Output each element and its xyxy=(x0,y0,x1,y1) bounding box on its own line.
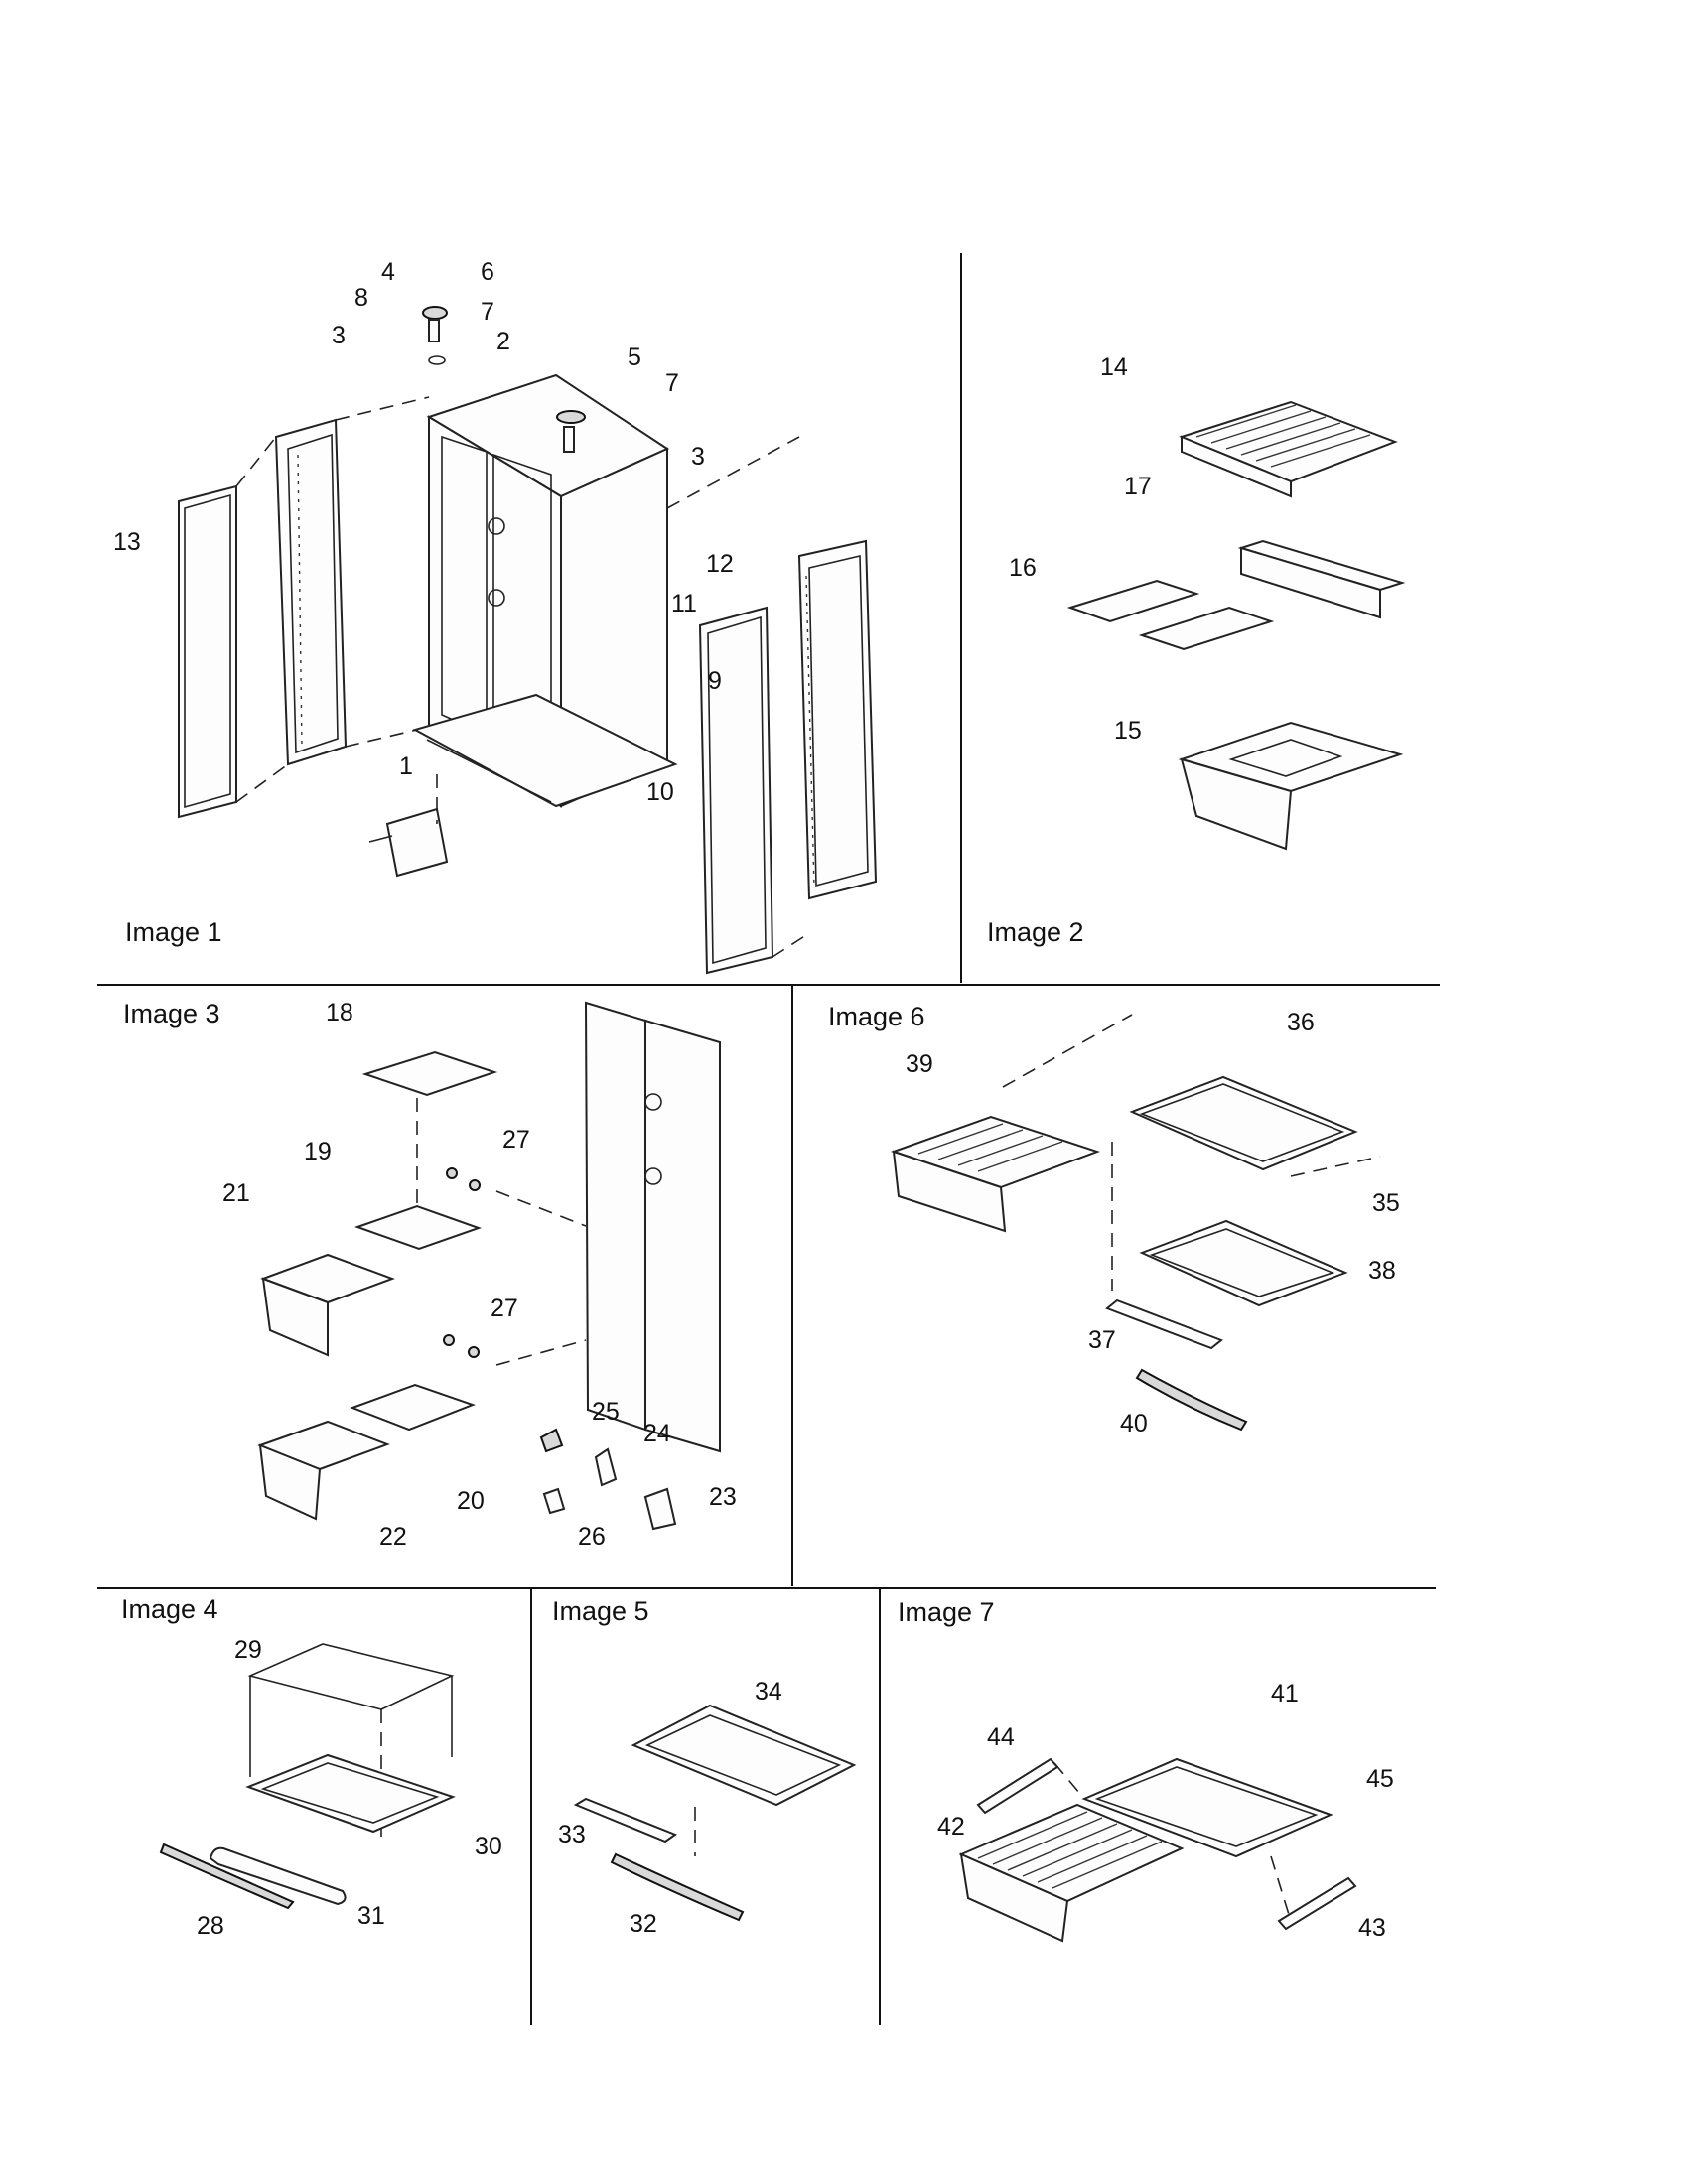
part-label: 33 xyxy=(558,1821,586,1848)
part-label: 38 xyxy=(1368,1257,1396,1285)
part-label: 27 xyxy=(491,1295,518,1322)
part-label: 12 xyxy=(706,550,734,578)
part-label: 13 xyxy=(113,528,141,556)
small-shelves xyxy=(1066,579,1275,651)
part-label: 36 xyxy=(1287,1009,1315,1036)
part-label: 5 xyxy=(628,343,641,371)
freezer-door-liner xyxy=(274,418,348,766)
shelf-glass-upper xyxy=(1129,1075,1358,1171)
part-label: 41 xyxy=(1271,1680,1299,1707)
part-label: 16 xyxy=(1009,554,1037,582)
part-label: 40 xyxy=(1120,1410,1148,1437)
part-label: 35 xyxy=(1372,1189,1400,1217)
freezer-shelf-top xyxy=(361,1050,498,1097)
part-label: 3 xyxy=(332,322,346,349)
part-label: 29 xyxy=(234,1636,262,1664)
hinge-assembly xyxy=(422,306,586,453)
freezer-cabinet-liner xyxy=(584,1001,721,1453)
part-label: 9 xyxy=(708,667,722,695)
shelf-trim xyxy=(1135,1368,1248,1432)
part-label: 3 xyxy=(691,443,705,471)
part-label: 4 xyxy=(381,258,395,286)
panel-dividers xyxy=(97,253,1440,2025)
panel-title-image-1: Image 1 xyxy=(125,917,222,947)
cantilever-shelf xyxy=(1081,1757,1333,1858)
freezer-door xyxy=(178,484,237,819)
panel-image-1: Image 1 xyxy=(113,258,878,975)
part-label: 32 xyxy=(630,1910,657,1938)
freezer-bin-upper xyxy=(260,1253,395,1357)
part-label: 19 xyxy=(304,1138,332,1165)
panel-image-7: Image 7 41 42 43 44 45 xyxy=(898,1597,1394,1943)
part-label: 17 xyxy=(1124,473,1152,500)
panel-title-image-4: Image 4 xyxy=(121,1594,218,1624)
shelf-rail xyxy=(1237,539,1406,619)
freezer-shelf-lower xyxy=(350,1383,476,1432)
part-label: 7 xyxy=(481,298,494,326)
wire-basket xyxy=(1179,400,1398,498)
front-trim xyxy=(209,1846,347,1906)
panel-image-6: Image 6 35 36 37 38 39 40 xyxy=(828,1002,1400,1437)
part-label: 45 xyxy=(1366,1765,1394,1793)
part-label: 15 xyxy=(1114,717,1142,745)
part-label: 37 xyxy=(1088,1326,1116,1354)
left-shelf-rail xyxy=(976,1757,1059,1815)
part-label: 20 xyxy=(457,1487,485,1515)
shelf-edge-trim xyxy=(610,1852,745,1922)
handle-trim xyxy=(159,1843,295,1910)
part-label: 11 xyxy=(671,590,697,617)
panel-image-4: Image 4 28 29 30 31 xyxy=(121,1594,502,1940)
deli-drawer xyxy=(890,1115,1101,1233)
part-label: 30 xyxy=(475,1833,502,1860)
part-label: 8 xyxy=(354,284,368,312)
part-label: 22 xyxy=(379,1523,407,1551)
part-label: 2 xyxy=(496,328,510,355)
part-label: 27 xyxy=(502,1126,530,1154)
panel-title-image-7: Image 7 xyxy=(898,1597,995,1627)
freezer-shelf-middle xyxy=(353,1204,483,1251)
part-label: 39 xyxy=(906,1050,933,1078)
fresh-food-door xyxy=(698,606,774,975)
right-shelf-rail xyxy=(1277,1876,1357,1931)
shelf-glass-lower xyxy=(1139,1219,1348,1307)
part-label: 18 xyxy=(326,999,353,1026)
part-label: 14 xyxy=(1100,353,1128,381)
fresh-food-door-liner xyxy=(797,539,878,900)
part-label: 44 xyxy=(987,1723,1015,1751)
bracket-part xyxy=(368,807,449,878)
part-label: 26 xyxy=(578,1523,606,1551)
part-label: 25 xyxy=(592,1398,620,1426)
panel-image-3: Image 3 xyxy=(123,999,737,1551)
part-label: 34 xyxy=(755,1678,782,1706)
part-label: 42 xyxy=(937,1813,965,1841)
shelf-frame xyxy=(245,1753,456,1834)
small-clips xyxy=(443,1167,677,1531)
panel-title-image-6: Image 6 xyxy=(828,1002,925,1031)
part-label: 24 xyxy=(643,1420,671,1447)
box-outline xyxy=(247,1643,455,1837)
shelf-glass xyxy=(631,1704,857,1807)
part-label: 43 xyxy=(1358,1914,1386,1942)
part-label: 7 xyxy=(665,369,679,397)
refrigerator-cabinet xyxy=(412,373,678,808)
part-label: 6 xyxy=(481,258,494,286)
panel-title-image-5: Image 5 xyxy=(552,1596,649,1626)
shelf-support xyxy=(573,1797,678,1843)
part-label: 23 xyxy=(709,1483,737,1511)
part-label: 1 xyxy=(399,752,413,780)
part-label: 21 xyxy=(222,1179,250,1207)
shelf-bracket xyxy=(1105,1298,1223,1350)
wire-basket xyxy=(958,1803,1185,1943)
part-label: 31 xyxy=(357,1902,385,1930)
panel-title-image-2: Image 2 xyxy=(987,917,1084,947)
freezer-bin-lower xyxy=(257,1420,390,1521)
part-label: 28 xyxy=(197,1912,224,1940)
part-label: 10 xyxy=(646,778,674,806)
panel-image-2: Image 2 14 15 16 17 xyxy=(987,353,1406,947)
panel-title-image-3: Image 3 xyxy=(123,999,220,1028)
panel-image-5: Image 5 32 33 34 xyxy=(552,1596,857,1938)
crisper-drawer xyxy=(1178,721,1404,851)
